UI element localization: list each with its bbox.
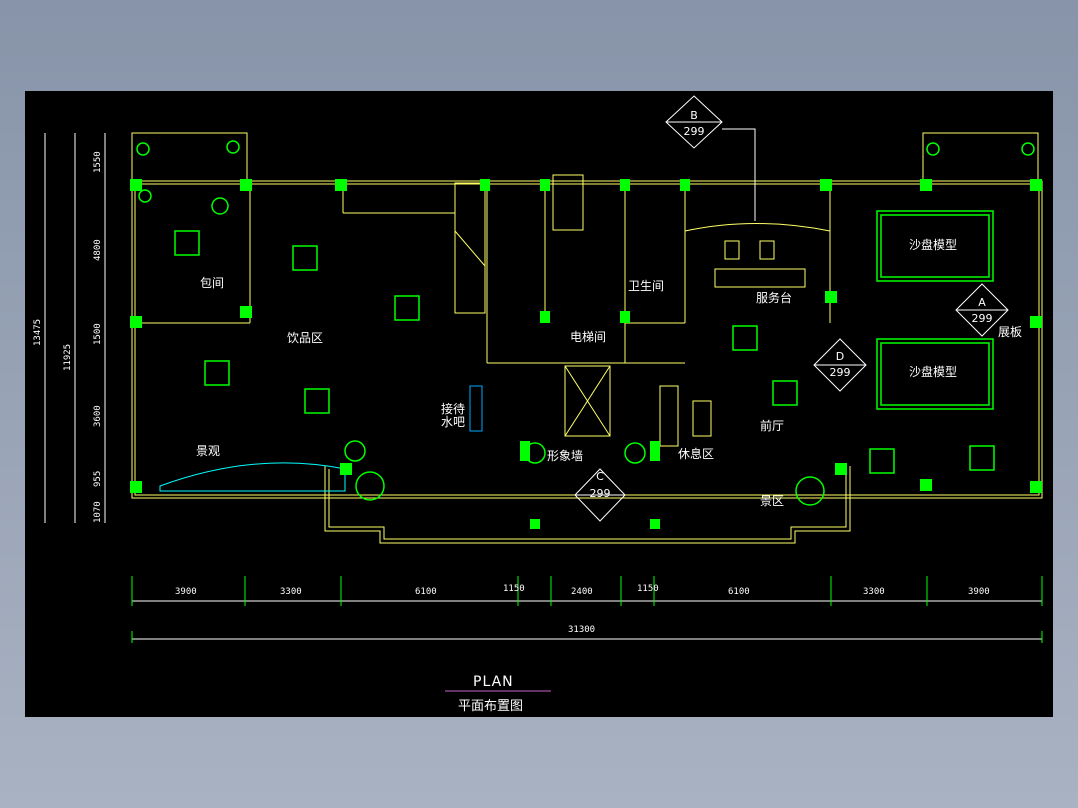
marker-a-letter: A xyxy=(978,296,986,309)
label-drinks-area: 饮品区 xyxy=(287,331,324,345)
dim-h-1: 3900 xyxy=(175,587,197,597)
marker-c-number: 299 xyxy=(589,487,611,500)
label-lobby: 前厅 xyxy=(760,419,785,433)
label-elevator-hall: 电梯间 xyxy=(570,330,607,344)
label-sand-table-1: 沙盘模型 xyxy=(909,238,958,252)
dim-h-4: 1150 xyxy=(503,584,525,594)
sand-table-1-box xyxy=(876,210,994,282)
label-water-bar: 水吧 xyxy=(441,415,466,429)
label-sand-table-2: 沙盘模型 xyxy=(909,365,958,379)
label-display-board: 展板 xyxy=(998,325,1023,339)
floor-plan-drawing xyxy=(44,95,1043,692)
label-image-wall: 形象墙 xyxy=(547,449,584,463)
plan-title: PLAN xyxy=(473,674,514,690)
dim-h-6: 1150 xyxy=(637,584,659,594)
drawing-canvas: 包间 饮品区 电梯间 卫生间 服务台 沙盘模型 沙盘模型 展板 接待 水吧 前厅… xyxy=(25,91,1053,717)
plan-subtitle: 平面布置图 xyxy=(458,699,524,714)
marker-d-letter: D xyxy=(835,350,845,363)
label-landscape-right: 景区 xyxy=(760,494,785,508)
dim-v-total-inner: 11925 xyxy=(63,343,73,371)
label-lounge: 休息区 xyxy=(678,447,715,461)
section-marker-c xyxy=(574,468,626,522)
dim-h-2: 3300 xyxy=(280,587,302,597)
balcony-right xyxy=(922,132,1039,182)
dim-h-9: 3900 xyxy=(968,587,990,597)
label-restroom: 卫生间 xyxy=(628,279,665,293)
balcony-left xyxy=(131,132,248,182)
section-marker-d xyxy=(813,338,867,392)
label-service-desk: 服务台 xyxy=(756,291,793,305)
dim-h-5: 2400 xyxy=(571,587,593,597)
label-private-room: 包间 xyxy=(200,276,225,290)
dim-h-7: 6100 xyxy=(728,587,750,597)
dim-total-width: 31300 xyxy=(568,625,596,635)
marker-c-letter: C xyxy=(596,470,604,483)
dim-h-3: 6100 xyxy=(415,587,437,597)
marker-b-number: 299 xyxy=(683,125,705,138)
marker-b-letter: B xyxy=(690,109,698,122)
marker-a-number: 299 xyxy=(971,312,993,325)
label-landscape-left: 景观 xyxy=(196,444,221,458)
dim-v-2: 4800 xyxy=(93,239,103,261)
dim-v-total-outer: 13475 xyxy=(33,318,43,346)
label-reception: 接待 xyxy=(441,402,466,416)
table-set xyxy=(174,230,995,474)
building-outline xyxy=(131,180,1043,499)
dim-v-4: 3600 xyxy=(93,405,103,427)
sand-table-2-box xyxy=(876,338,994,410)
section-marker-b xyxy=(665,95,723,149)
dim-v-1: 1550 xyxy=(93,151,103,173)
dim-h-8: 3300 xyxy=(863,587,885,597)
dim-v-3: 1500 xyxy=(93,323,103,345)
dim-v-5: 955 xyxy=(93,470,103,487)
section-marker-a xyxy=(955,283,1009,337)
dim-v-6: 1070 xyxy=(93,501,103,523)
marker-d-number: 299 xyxy=(829,366,851,379)
